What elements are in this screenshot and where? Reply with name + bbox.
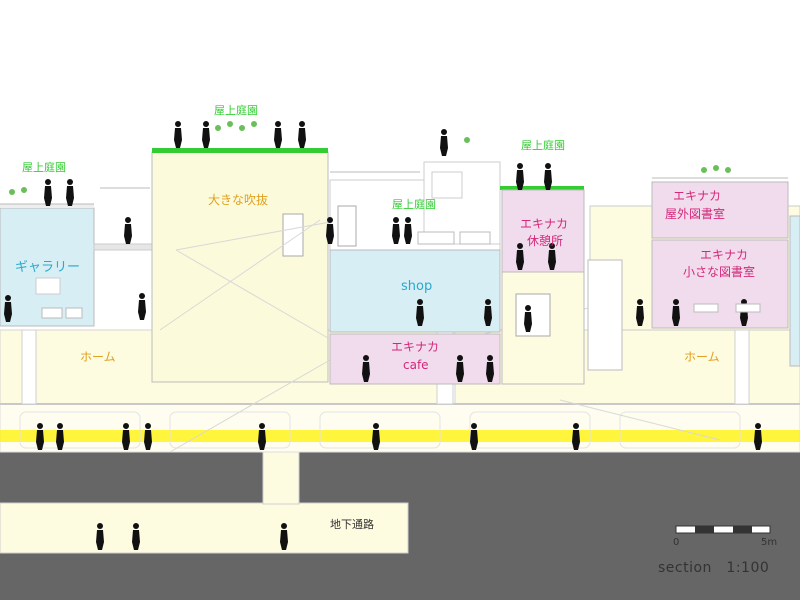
upper-box-door [337, 205, 357, 247]
person-silhouette [636, 299, 644, 326]
person-silhouette [56, 423, 64, 450]
person-silhouette [124, 217, 132, 244]
right-stair-tower [587, 259, 623, 371]
label-roof-garden-left: 屋上庭園 [22, 161, 66, 174]
cafe-room [329, 333, 501, 385]
person-silhouette [174, 121, 182, 148]
train-window-frames [19, 411, 741, 449]
label-roof-garden-top: 屋上庭園 [214, 104, 258, 117]
furniture [41, 231, 761, 319]
person-silhouette [470, 423, 478, 450]
person-silhouette [44, 179, 52, 206]
track-yellow-stripe [0, 430, 800, 442]
person-silhouette [258, 423, 266, 450]
person-silhouette [516, 163, 524, 190]
pavilion-window [431, 171, 463, 199]
rest-area-room [501, 189, 585, 273]
person-silhouette [416, 299, 424, 326]
label-atrium: 大きな吹抜 [208, 193, 269, 207]
label-roof-garden-mid: 屋上庭園 [392, 198, 436, 211]
label-platform-right: ホーム [684, 350, 720, 364]
label-outdoor-library-line1: エキナカ [673, 189, 722, 203]
person-silhouette [404, 217, 412, 244]
label-rest-area-line1: エキナカ [520, 217, 569, 231]
label-gallery: ギャラリー [15, 260, 81, 275]
underground-passage [0, 502, 409, 554]
person-silhouette [132, 523, 140, 550]
outdoor-library [651, 181, 789, 239]
person-silhouette [524, 305, 532, 332]
person-silhouette [280, 523, 288, 550]
atrium-door [282, 213, 304, 257]
scale-start-label: 0 [673, 537, 680, 548]
train-band [0, 403, 800, 453]
person-silhouette [362, 355, 370, 382]
person-silhouette [548, 243, 556, 270]
person-silhouette [516, 243, 524, 270]
label-platform-left: ホーム [80, 350, 116, 364]
label-underground-passage: 地下通路 [330, 518, 374, 531]
shop-room [329, 249, 501, 333]
people-silhouettes [4, 121, 762, 550]
atrium-volume [151, 151, 329, 383]
person-silhouette [298, 121, 306, 148]
atrium-roof-garden [152, 148, 328, 153]
person-silhouette [4, 295, 12, 322]
person-silhouette [96, 523, 104, 550]
person-silhouette [484, 299, 492, 326]
person-silhouette [754, 423, 762, 450]
gallery-room [0, 207, 95, 327]
person-silhouette [138, 293, 146, 320]
person-silhouette [440, 129, 448, 156]
person-silhouette [274, 121, 282, 148]
mid-roof-garden [500, 186, 584, 190]
person-silhouette [572, 423, 580, 450]
person-silhouette [36, 423, 44, 450]
rest-area-window [515, 293, 551, 337]
person-silhouette [326, 217, 334, 244]
person-silhouette [144, 423, 152, 450]
person-silhouette [544, 163, 552, 190]
rooftop-plants [9, 121, 731, 195]
label-cafe-line1: エキナカ [391, 340, 440, 354]
person-silhouette [202, 121, 210, 148]
person-silhouette [372, 423, 380, 450]
person-silhouette [456, 355, 464, 382]
person-silhouette [66, 179, 74, 206]
person-silhouette [392, 217, 400, 244]
gallery-frame [35, 277, 61, 295]
label-outdoor-library-line2: 屋外図書室 [665, 207, 726, 221]
label-rest-area-line2: 休憩所 [527, 234, 564, 248]
scale-end-label: 5m [761, 537, 778, 548]
label-small-library-line2: 小さな図書室 [683, 265, 756, 279]
right-edge-blue [789, 215, 800, 367]
label-shop: shop [401, 279, 433, 294]
label-cafe-line2: cafe [403, 358, 429, 372]
scale-bar [675, 525, 771, 534]
person-silhouette [672, 299, 680, 326]
person-silhouette [486, 355, 494, 382]
person-silhouette [122, 423, 130, 450]
label-roof-garden-right: 屋上庭園 [521, 139, 565, 152]
label-small-library-line1: エキナカ [700, 248, 749, 262]
section-scale-caption: section 1:100 [658, 560, 770, 576]
